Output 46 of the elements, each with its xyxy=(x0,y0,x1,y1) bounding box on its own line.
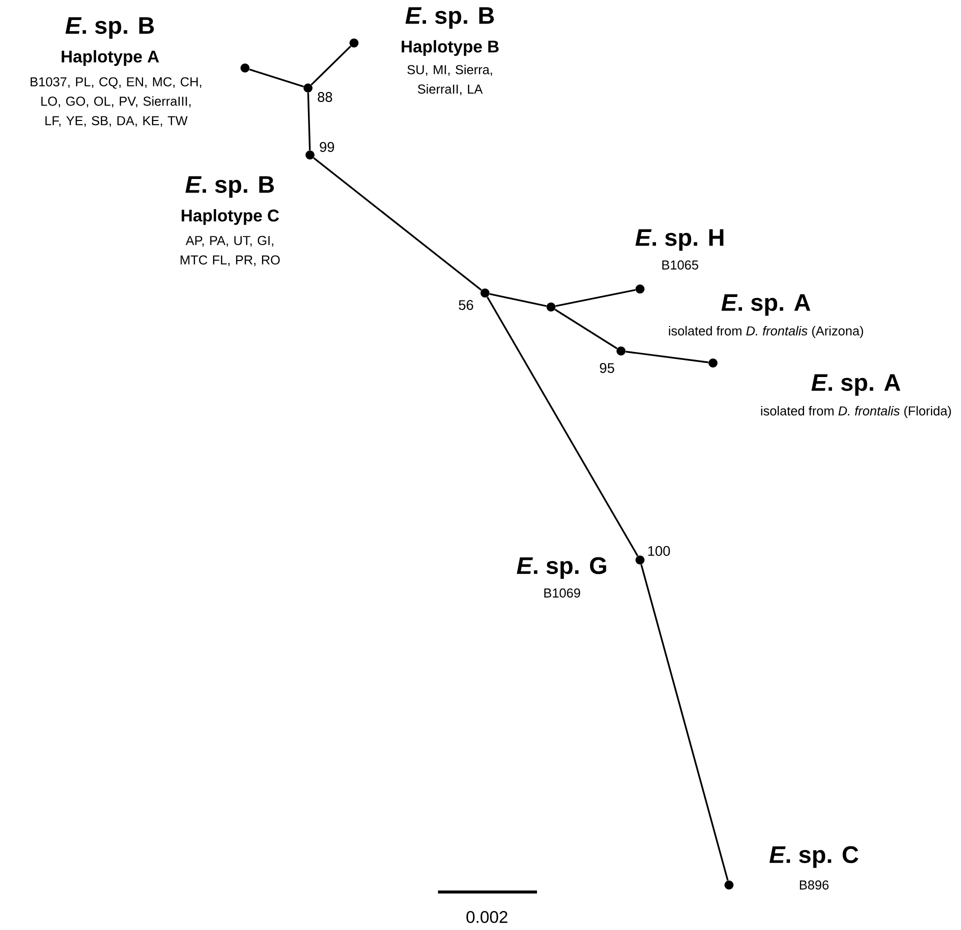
tree-branch xyxy=(310,46,352,86)
taxon-label: E. sp. B xyxy=(65,17,154,39)
tree-node-dot xyxy=(480,288,490,298)
tree-branch xyxy=(313,157,482,291)
taxon-label: E. sp. A xyxy=(811,374,900,396)
taxon-label: E. sp. B xyxy=(185,176,274,198)
taxon-label: E. sp. A xyxy=(721,294,810,316)
bootstrap-value: 99 xyxy=(320,142,334,152)
bootstrap-value: 95 xyxy=(600,363,614,373)
tree-branch xyxy=(554,308,618,350)
tree-node-dot xyxy=(616,346,626,356)
taxon-label: E. sp. B xyxy=(405,7,494,29)
isolate-label: isolated from D. frontalis (Arizona) xyxy=(668,326,864,338)
tree-branch xyxy=(486,296,638,556)
tree-node-dot xyxy=(350,38,358,48)
isolate-list: SU, MI, Sierra, SierraII, LA xyxy=(407,64,492,96)
haplotype-label: Haplotype B xyxy=(402,40,499,56)
tree-node-dot xyxy=(304,84,312,92)
tree-node-dot xyxy=(306,150,314,160)
isolate-label: B1069 xyxy=(544,588,580,598)
tree-branch xyxy=(626,350,708,364)
tree-node-dot xyxy=(708,358,718,368)
isolate-list: AP, PA, UT, GI, MTC FL, PR, RO xyxy=(180,236,280,266)
tree-node-dot xyxy=(724,880,734,890)
tree-node-dot xyxy=(636,556,644,564)
tree-node-dot xyxy=(636,284,644,294)
isolate-label: B896 xyxy=(800,880,829,890)
tree-branch xyxy=(249,68,304,88)
tree-node-dot xyxy=(546,302,556,312)
isolate-list: B1037, PL, CQ, EN, MC, CH, LO, GO, OL, PV, SierraIII, LF, YE, SB, DA, KE, TW xyxy=(30,77,202,127)
tree-node-dot xyxy=(240,64,250,72)
taxon-label: E. sp. H xyxy=(635,229,724,251)
taxon-label: E. sp. C xyxy=(769,846,858,868)
haplotype-label: Haplotype A xyxy=(62,50,159,66)
haplotype-label: Haplotype C xyxy=(182,209,279,225)
bootstrap-value: 100 xyxy=(648,546,670,556)
tree-branch xyxy=(555,289,636,307)
bootstrap-value: 56 xyxy=(458,300,474,310)
tree-branch xyxy=(640,564,729,881)
bootstrap-value: 88 xyxy=(318,92,332,102)
tree-branch xyxy=(307,92,311,150)
tree-branch xyxy=(489,293,547,307)
isolate-label: B1065 xyxy=(662,260,698,270)
scale-bar-label: 0.002 xyxy=(466,911,508,923)
taxon-label: E. sp. G xyxy=(516,557,606,579)
isolate-label: isolated from D. frontalis (Florida) xyxy=(761,406,951,418)
